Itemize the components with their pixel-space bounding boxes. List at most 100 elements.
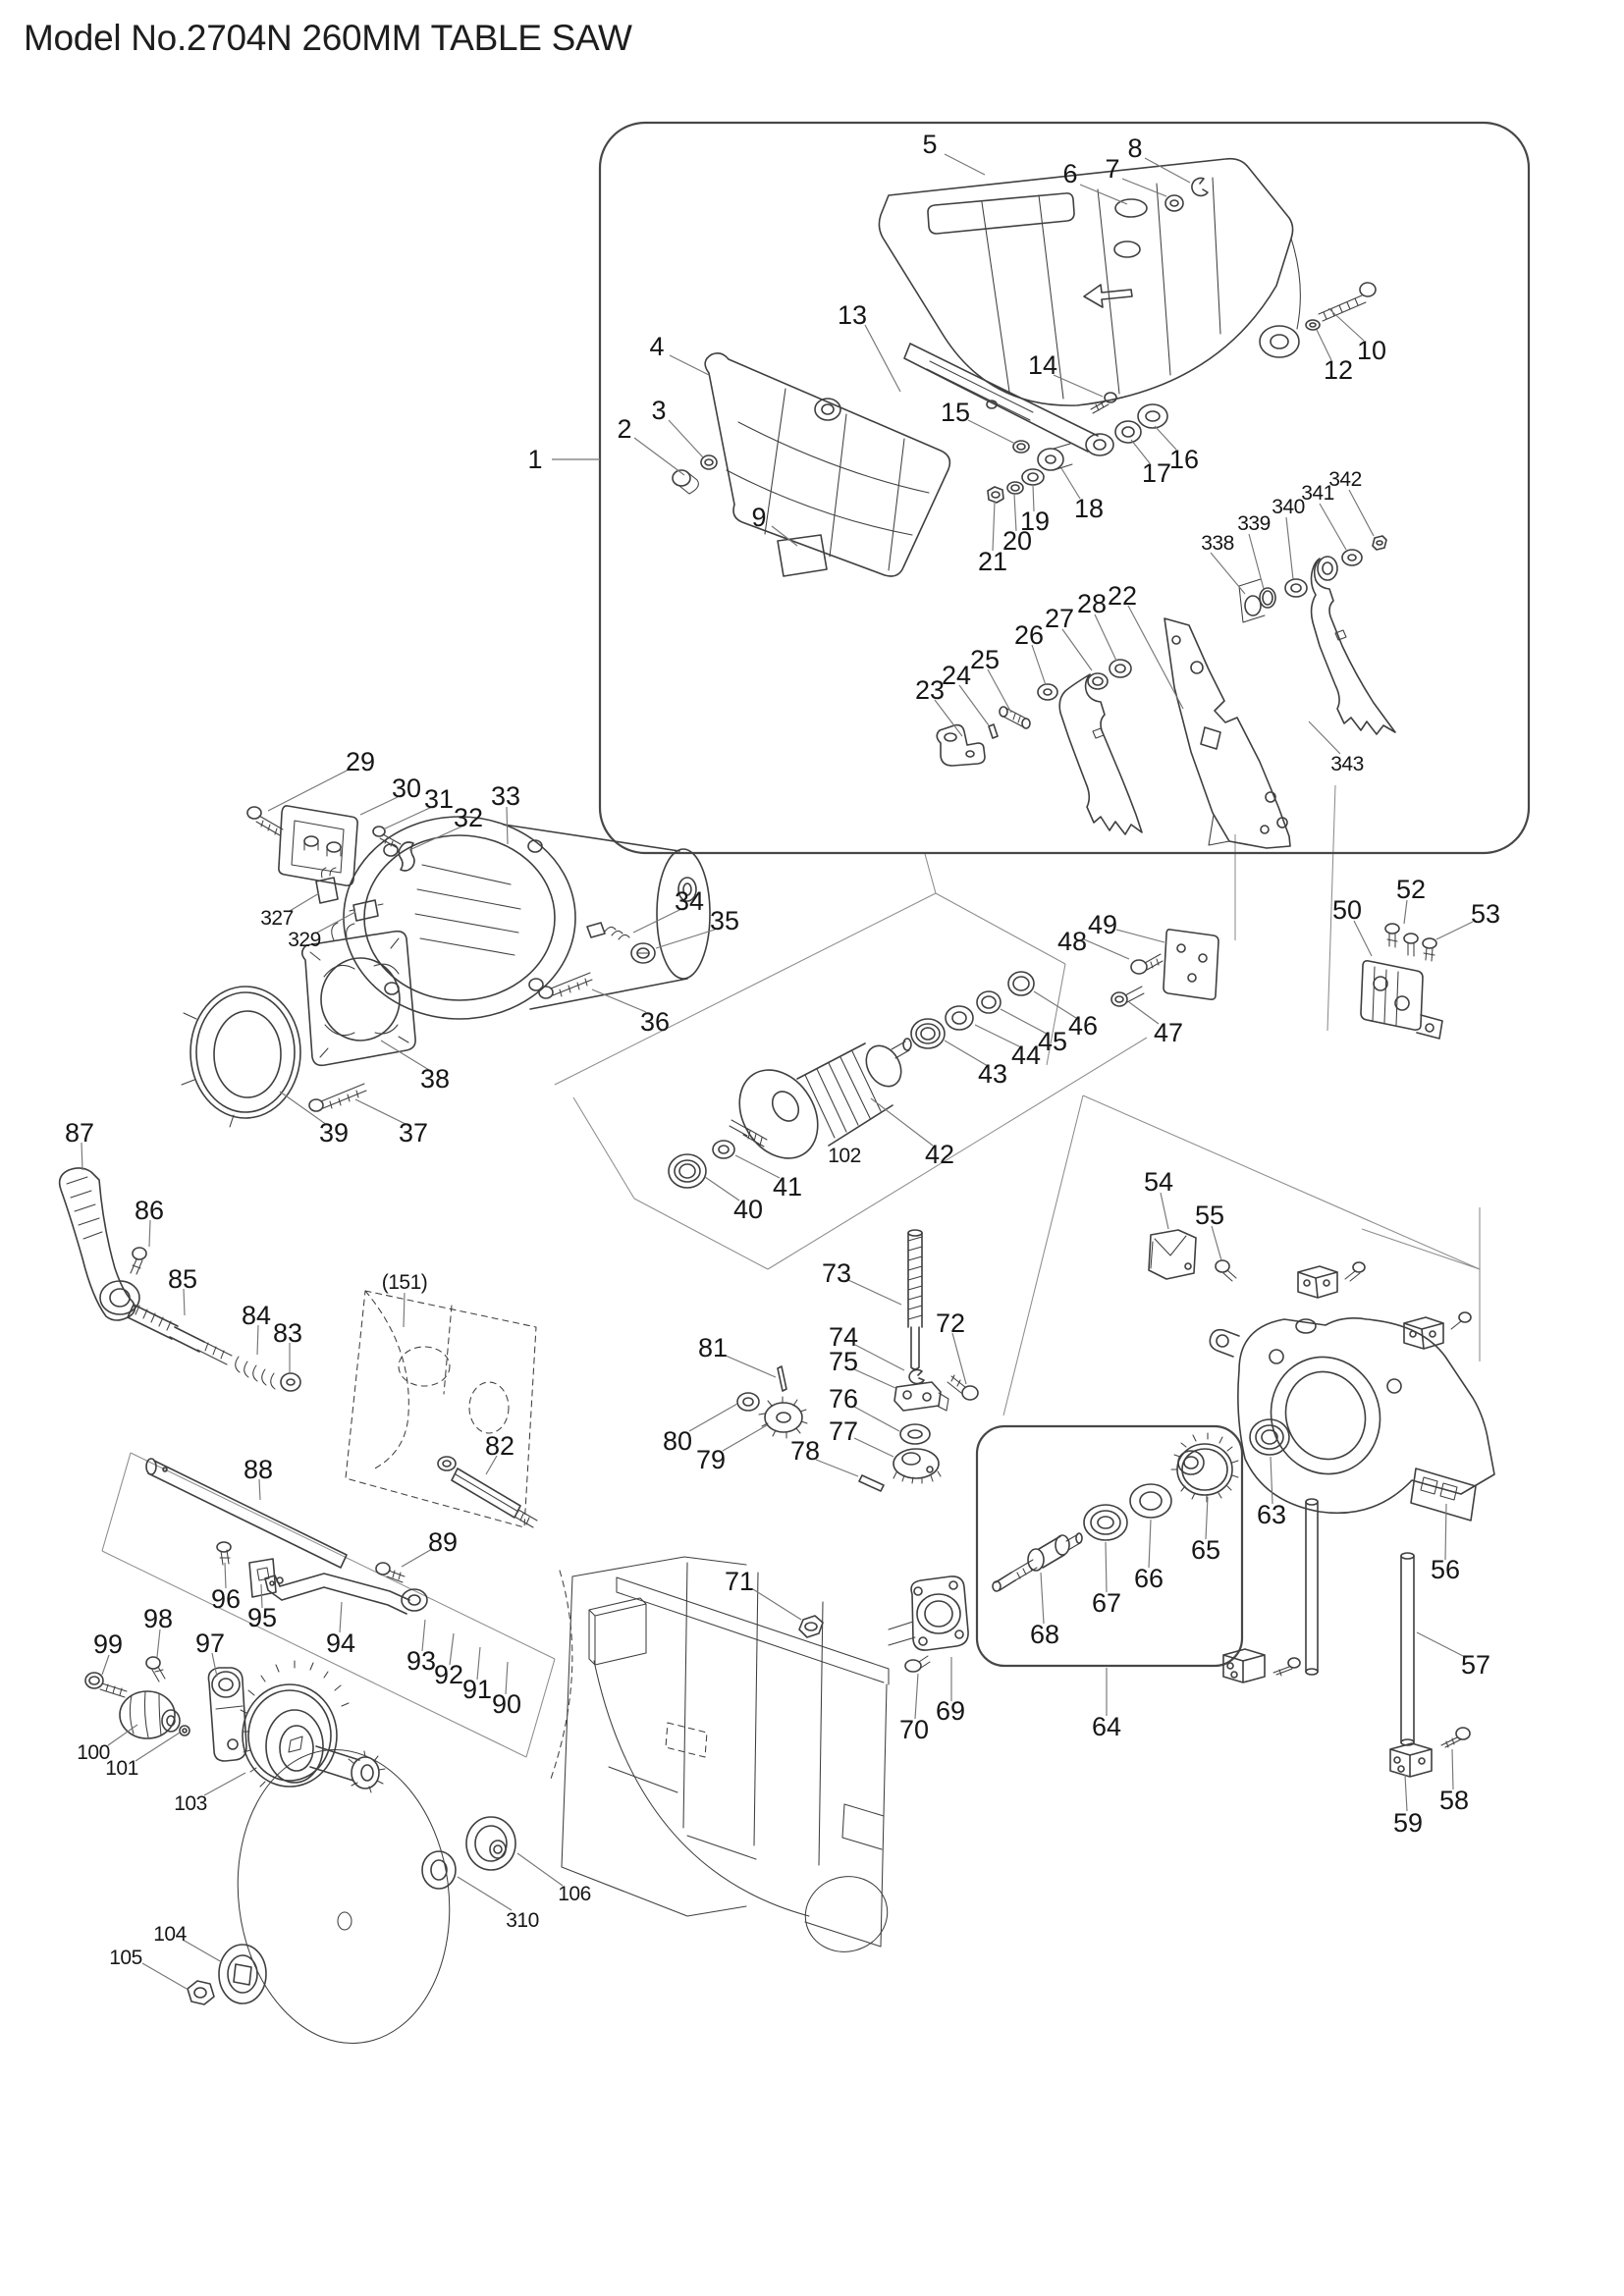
part-label-43: 43 bbox=[978, 1059, 1007, 1089]
part-label-95: 95 bbox=[247, 1603, 277, 1632]
leader-line bbox=[403, 1292, 406, 1328]
part-329-terminal bbox=[349, 899, 384, 922]
part-label-102: 102 bbox=[828, 1145, 861, 1167]
leader-line bbox=[156, 1629, 161, 1658]
part-label-21: 21 bbox=[978, 547, 1007, 576]
part-37-screw bbox=[308, 1083, 367, 1112]
part-label-30: 30 bbox=[392, 774, 421, 803]
leader-line bbox=[722, 1424, 768, 1452]
leader-line bbox=[203, 1772, 246, 1796]
leader-line bbox=[258, 1478, 261, 1501]
leader-line bbox=[1211, 1225, 1222, 1261]
part-94-lever-arm bbox=[264, 1573, 428, 1615]
part-310-washer bbox=[421, 1850, 457, 1890]
leader-line bbox=[967, 419, 1016, 445]
leader-line bbox=[1353, 920, 1373, 957]
leader-line bbox=[516, 1852, 564, 1887]
part-label-101: 101 bbox=[105, 1757, 138, 1780]
part-39-baffle-ring bbox=[181, 986, 301, 1128]
part-label-28: 28 bbox=[1077, 589, 1107, 618]
leader-line bbox=[449, 1632, 455, 1666]
part-label-99: 99 bbox=[93, 1629, 123, 1659]
part-66-washer bbox=[1129, 1483, 1172, 1519]
part-88-rod bbox=[145, 1458, 348, 1569]
part-label-37: 37 bbox=[399, 1118, 428, 1148]
part-69-bearing-retainer bbox=[910, 1575, 969, 1651]
leader-line bbox=[1308, 721, 1341, 755]
leader-line bbox=[1248, 533, 1265, 590]
construction-line bbox=[101, 1452, 132, 1552]
part-label-84: 84 bbox=[242, 1301, 271, 1330]
part-63-bearing bbox=[1249, 1418, 1290, 1456]
part-76-washer bbox=[899, 1423, 931, 1445]
part-13-link-bar bbox=[903, 343, 1114, 456]
construction-line bbox=[935, 892, 1066, 965]
leader-line bbox=[1348, 489, 1375, 537]
part-103-gear bbox=[240, 1660, 386, 1793]
part-label-(151): (151) bbox=[382, 1271, 428, 1294]
assembly-group-boxes bbox=[598, 121, 1531, 1668]
leader-line bbox=[1148, 1519, 1152, 1569]
part-label-74: 74 bbox=[829, 1322, 858, 1352]
leader-line bbox=[1404, 1774, 1408, 1812]
leader-line bbox=[633, 437, 685, 476]
part-label-83: 83 bbox=[273, 1318, 302, 1348]
part-label-81: 81 bbox=[698, 1333, 728, 1362]
construction-line bbox=[572, 1096, 635, 1200]
part-50-guide-holder bbox=[1360, 960, 1443, 1040]
leader-line bbox=[1205, 1496, 1209, 1540]
part-3-washer bbox=[700, 454, 718, 470]
part-label-340: 340 bbox=[1272, 496, 1305, 518]
part-98-screw bbox=[145, 1656, 166, 1682]
part-340-bushing bbox=[1284, 578, 1308, 598]
part-74-clip bbox=[908, 1368, 925, 1385]
construction-line bbox=[1046, 963, 1066, 1066]
leader-line bbox=[987, 668, 1012, 714]
part-36-screw bbox=[538, 972, 593, 999]
part-87-lever bbox=[58, 1167, 140, 1321]
leader-line bbox=[476, 1646, 481, 1681]
leader-line bbox=[135, 1732, 181, 1762]
part-68-shaft bbox=[992, 1532, 1083, 1592]
part-label-79: 79 bbox=[696, 1445, 726, 1474]
part-terminal-blocks bbox=[1297, 1261, 1472, 1350]
group-box-64 bbox=[975, 1424, 1244, 1668]
leader-line bbox=[853, 1437, 894, 1458]
leader-line bbox=[182, 1939, 223, 1963]
part-label-1: 1 bbox=[527, 445, 542, 474]
page-title: Model No.2704N 260MM TABLE SAW bbox=[24, 18, 632, 58]
leader-line bbox=[1154, 425, 1177, 451]
part-label-86: 86 bbox=[135, 1196, 164, 1225]
part-338-rings bbox=[1238, 578, 1276, 623]
leader-line bbox=[1319, 503, 1347, 551]
leader-line bbox=[1053, 374, 1104, 398]
part-70-screw bbox=[904, 1655, 931, 1673]
leader-line bbox=[224, 1562, 227, 1589]
part-84-spring bbox=[235, 1356, 276, 1390]
leader-line bbox=[854, 1344, 905, 1371]
part-59-clamps bbox=[1222, 1648, 1471, 1778]
part-label-341: 341 bbox=[1301, 482, 1334, 505]
part-40-bearing bbox=[668, 1153, 707, 1189]
part-label-69: 69 bbox=[936, 1696, 965, 1726]
leader-line bbox=[864, 324, 901, 393]
construction-lines bbox=[101, 784, 1481, 1758]
leader-line bbox=[974, 1024, 1022, 1048]
part-26-washer bbox=[1037, 683, 1058, 701]
part-label-67: 67 bbox=[1092, 1588, 1121, 1618]
part-label-85: 85 bbox=[168, 1264, 197, 1294]
leader-line bbox=[951, 1332, 967, 1385]
part-label-90: 90 bbox=[492, 1689, 521, 1719]
part-96-screw bbox=[216, 1541, 232, 1566]
part-label-87: 87 bbox=[65, 1118, 94, 1148]
part-label-33: 33 bbox=[491, 781, 520, 811]
part-102-armature bbox=[729, 1038, 912, 1159]
part-label-78: 78 bbox=[790, 1436, 820, 1466]
part-label-91: 91 bbox=[462, 1675, 492, 1704]
part-8-clip bbox=[1191, 177, 1209, 197]
part-label-343: 343 bbox=[1330, 753, 1364, 775]
part-label-76: 76 bbox=[829, 1384, 858, 1414]
part-104-flange bbox=[218, 1944, 267, 2004]
part-343-pawl bbox=[1310, 556, 1396, 735]
part-99-bolt bbox=[84, 1672, 128, 1698]
